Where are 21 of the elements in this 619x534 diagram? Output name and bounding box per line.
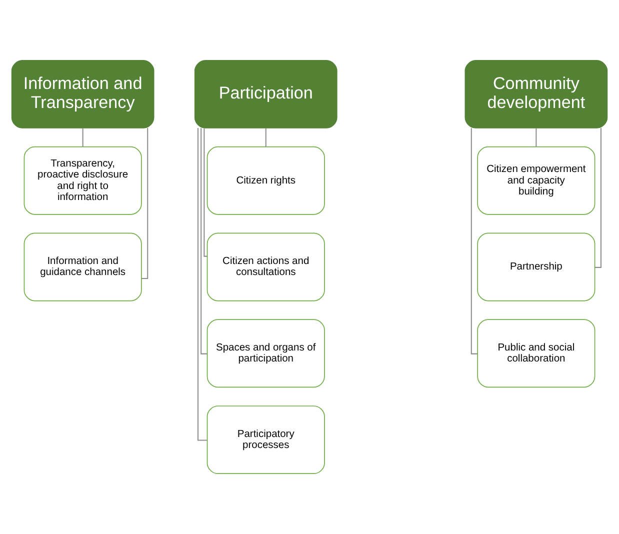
node-box: Transparency, proactive disclosure and right to information: [24, 146, 142, 215]
connector: [204, 128, 208, 257]
node-box: Participation: [194, 60, 338, 128]
connector: [595, 128, 602, 268]
node-box: Public and social collaboration: [477, 319, 596, 388]
node-box: Spaces and organs of participation: [206, 319, 325, 388]
connector: [265, 128, 266, 147]
connector: [82, 128, 84, 147]
connector: [142, 128, 148, 280]
node-box: Information and Transparency: [11, 60, 154, 128]
node-box: Information and guidance channels: [24, 232, 142, 302]
node-box: Partnership: [477, 232, 596, 302]
connector: [200, 128, 208, 354]
connector: [197, 128, 208, 441]
connector: [470, 128, 478, 354]
node-box: Citizen actions and consultations: [206, 232, 325, 302]
node-box: Community development: [464, 60, 608, 128]
node-box: Participatory processes: [206, 406, 325, 474]
node-box: Citizen empowerment and capacity building: [477, 146, 596, 215]
node-box: Citizen rights: [206, 146, 325, 215]
connector: [536, 128, 537, 147]
